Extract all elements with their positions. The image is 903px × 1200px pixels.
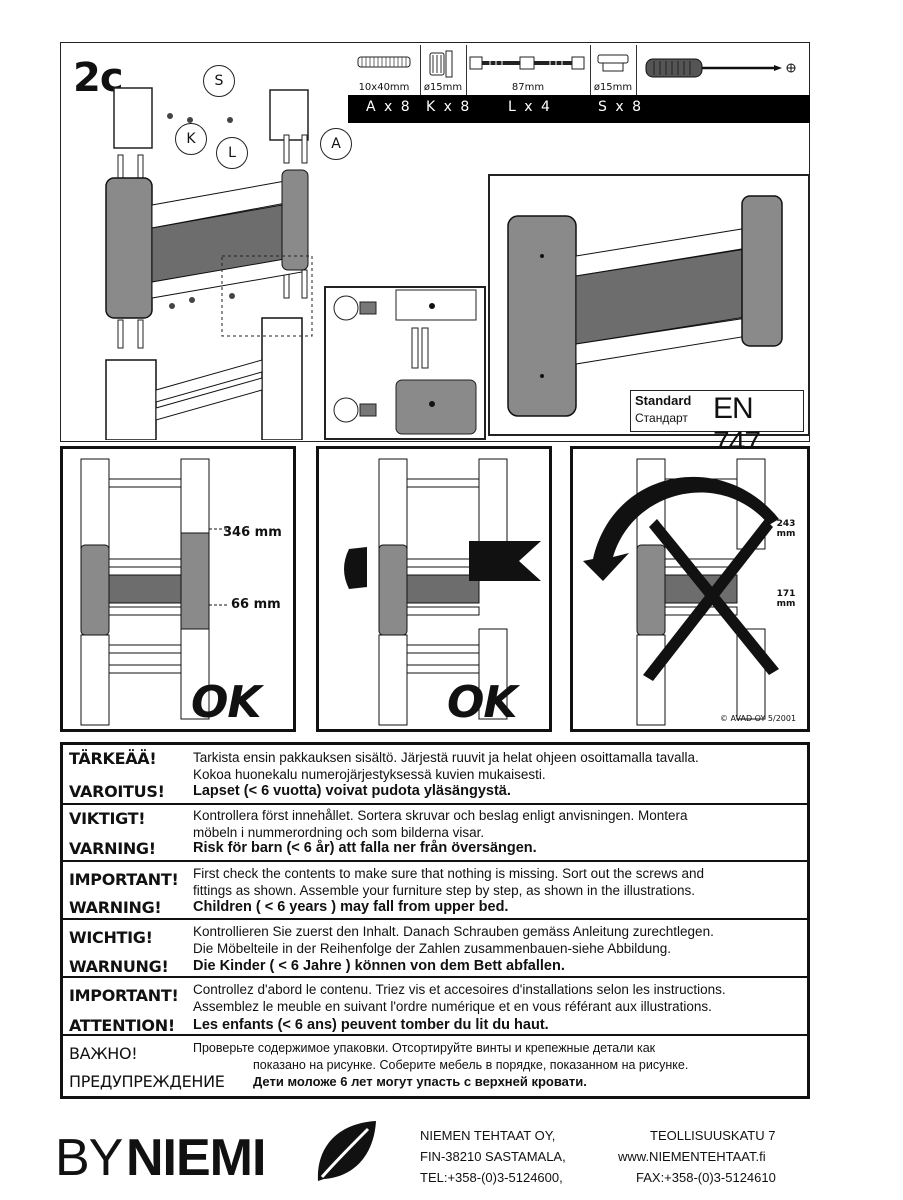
warning-alert-text: Lapset (< 6 vuotta) voivat pudota yläsän… bbox=[193, 783, 511, 799]
warning-row-en: IMPORTANT! First check the contents to m… bbox=[63, 860, 807, 920]
part-s-cell: ø15mm bbox=[590, 45, 637, 95]
measure-171: 171 mm bbox=[776, 589, 796, 609]
bed-side-view-a bbox=[80, 458, 229, 726]
part-l-qty: L x 4 bbox=[508, 99, 552, 115]
connecting-bolt-icon bbox=[469, 56, 585, 70]
panel-correct-install-1: 346 mm 66 mm OK ! bbox=[60, 446, 296, 732]
part-l-dim: 87mm bbox=[511, 82, 545, 93]
ok-label-a: OK ! bbox=[191, 677, 262, 729]
warning-heading: IMPORTANT! bbox=[69, 986, 179, 1005]
warning-row-de: WICHTIG! Kontrollieren Sie zuerst den In… bbox=[63, 918, 807, 978]
panel-correct-install-2: OK ! bbox=[316, 446, 552, 732]
warning-text-line1: Проверьте содержимое упаковки. Отсортиру… bbox=[193, 1041, 656, 1055]
standard-label-ru: Стандарт bbox=[635, 411, 688, 425]
copyright-notice: © AVAD OY 5/2001 bbox=[720, 714, 797, 723]
warning-alert-text: Дети моложе 6 лет могут упасть с верхней… bbox=[253, 1074, 587, 1089]
warning-alert-text: Die Kinder ( < 6 Jahre ) können von dem … bbox=[193, 958, 565, 974]
warning-alert-label: ПРЕДУПРЕЖДЕНИЕ bbox=[69, 1072, 225, 1091]
callout-l: L bbox=[216, 137, 248, 169]
warning-text-line2: möbeln i nummerordning och som bilderna … bbox=[193, 825, 485, 840]
part-k-dim: ø15mm bbox=[423, 82, 463, 93]
warning-text-line1: First check the contents to make sure th… bbox=[193, 866, 704, 881]
panel-incorrect-install: 243 mm 171 mm bbox=[570, 446, 810, 732]
warning-heading: ВАЖНО! bbox=[69, 1044, 138, 1063]
callout-a: A bbox=[320, 128, 352, 160]
warning-row-ru: ВАЖНО! Проверьте содержимое упаковки. От… bbox=[63, 1034, 807, 1096]
warning-text-line1: Controllez d'abord le contenu. Triez vis… bbox=[193, 982, 726, 997]
exploded-view-drawing bbox=[105, 87, 313, 440]
warning-text-line2: Die Möbelteile in der Reihenfolge der Za… bbox=[193, 941, 672, 956]
guard-rail-drawing bbox=[507, 195, 783, 417]
detail-closeup bbox=[324, 286, 486, 440]
measure-346: 346 mm bbox=[223, 525, 282, 540]
standard-badge: Standard Стандарт EN 747 bbox=[630, 390, 804, 459]
screwdriver-icon bbox=[645, 58, 796, 78]
warning-alert-label: WARNUNG! bbox=[69, 957, 169, 976]
leaf-logo-icon bbox=[317, 1121, 376, 1181]
part-a-cell: 10x40mm bbox=[348, 45, 421, 95]
warning-row-fr: IMPORTANT! Controllez d'abord le contenu… bbox=[63, 976, 807, 1036]
part-k-cell: ø15mm bbox=[420, 45, 467, 95]
parts-list: 10x40mm ø15mm 87mm ø15mm bbox=[348, 45, 808, 123]
parts-quantity-bar: A x 8 K x 8 L x 4 S x 8 bbox=[348, 95, 810, 123]
bed-side-view-b bbox=[344, 458, 541, 726]
bed-side-view-wrong bbox=[583, 458, 779, 726]
company-city: FIN-38210 SASTAMALA, bbox=[420, 1149, 566, 1164]
warning-heading: TÄRKEÄÄ! bbox=[69, 749, 157, 768]
company-website: www.NIEMENTEHTAAT.fi bbox=[618, 1149, 766, 1164]
callout-s: S bbox=[203, 65, 235, 97]
warning-heading: IMPORTANT! bbox=[69, 870, 179, 889]
warning-text-line2: Assemblez le meuble en suivant l'ordre n… bbox=[193, 999, 712, 1014]
company-fax: FAX:+358-(0)3-5124610 bbox=[636, 1170, 776, 1185]
warning-alert-text: Risk för barn (< 6 år) att falla ner frå… bbox=[193, 840, 537, 856]
standard-label: Standard bbox=[635, 393, 692, 408]
part-k-qty: K x 8 bbox=[426, 99, 472, 115]
part-a-qty: A x 8 bbox=[366, 99, 412, 115]
company-phone: TEL:+358-(0)3-5124600, bbox=[420, 1170, 563, 1185]
warning-alert-label: ATTENTION! bbox=[69, 1016, 175, 1035]
connector-detail-drawing bbox=[333, 289, 477, 435]
warning-row-fi: TÄRKEÄÄ! Tarkista ensin pakkauksen sisäl… bbox=[63, 745, 807, 805]
warning-text-line2: показано на рисунке. Соберите мебель в п… bbox=[253, 1058, 689, 1072]
cover-cap-icon bbox=[597, 54, 629, 72]
brand-logo-niemi: NIEMI bbox=[126, 1129, 266, 1187]
warning-alert-text: Les enfants (< 6 ans) peuvent tomber du … bbox=[193, 1017, 549, 1033]
warning-alert-label: VAROITUS! bbox=[69, 782, 165, 801]
warning-heading: WICHTIG! bbox=[69, 928, 153, 947]
standard-guard-rail-view bbox=[488, 174, 810, 436]
callout-k: K bbox=[175, 123, 207, 155]
warning-alert-text: Children ( < 6 years ) may fall from upp… bbox=[193, 899, 509, 915]
dowel-icon bbox=[357, 56, 411, 68]
company-street: TEOLLISUUSKATU 7 bbox=[650, 1128, 776, 1143]
warning-alert-label: WARNING! bbox=[69, 898, 162, 917]
warning-heading: VIKTIGT! bbox=[69, 809, 146, 828]
tool-cell bbox=[636, 45, 808, 95]
warning-row-sv: VIKTIGT! Kontrollera först innehållet. S… bbox=[63, 803, 807, 862]
part-s-dim: ø15mm bbox=[593, 82, 633, 93]
part-l-cell: 87mm bbox=[466, 45, 591, 95]
company-name: NIEMEN TEHTAAT OY, bbox=[420, 1128, 556, 1143]
measure-243: 243 mm bbox=[776, 519, 796, 539]
warning-alert-label: VARNING! bbox=[69, 839, 156, 858]
cam-lock-icon bbox=[429, 50, 453, 78]
part-a-dim: 10x40mm bbox=[358, 82, 410, 93]
warning-text-line1: Kontrollera först innehållet. Sortera sk… bbox=[193, 808, 688, 823]
part-s-qty: S x 8 bbox=[598, 99, 643, 115]
brand-logo-by: BY bbox=[55, 1129, 123, 1187]
measure-66: 66 mm bbox=[231, 597, 281, 612]
safety-warnings-table: TÄRKEÄÄ! Tarkista ensin pakkauksen sisäl… bbox=[60, 742, 810, 1099]
warning-text-line1: Tarkista ensin pakkauksen sisältö. Järje… bbox=[193, 750, 699, 765]
warning-text-line2: Kokoa huonekalu numerojärjestyksessä kuv… bbox=[193, 767, 546, 782]
warning-text-line2: fittings as shown. Assemble your furnitu… bbox=[193, 883, 695, 898]
ok-label-b: OK ! bbox=[447, 677, 518, 729]
warning-text-line1: Kontrollieren Sie zuerst den Inhalt. Dan… bbox=[193, 924, 714, 939]
